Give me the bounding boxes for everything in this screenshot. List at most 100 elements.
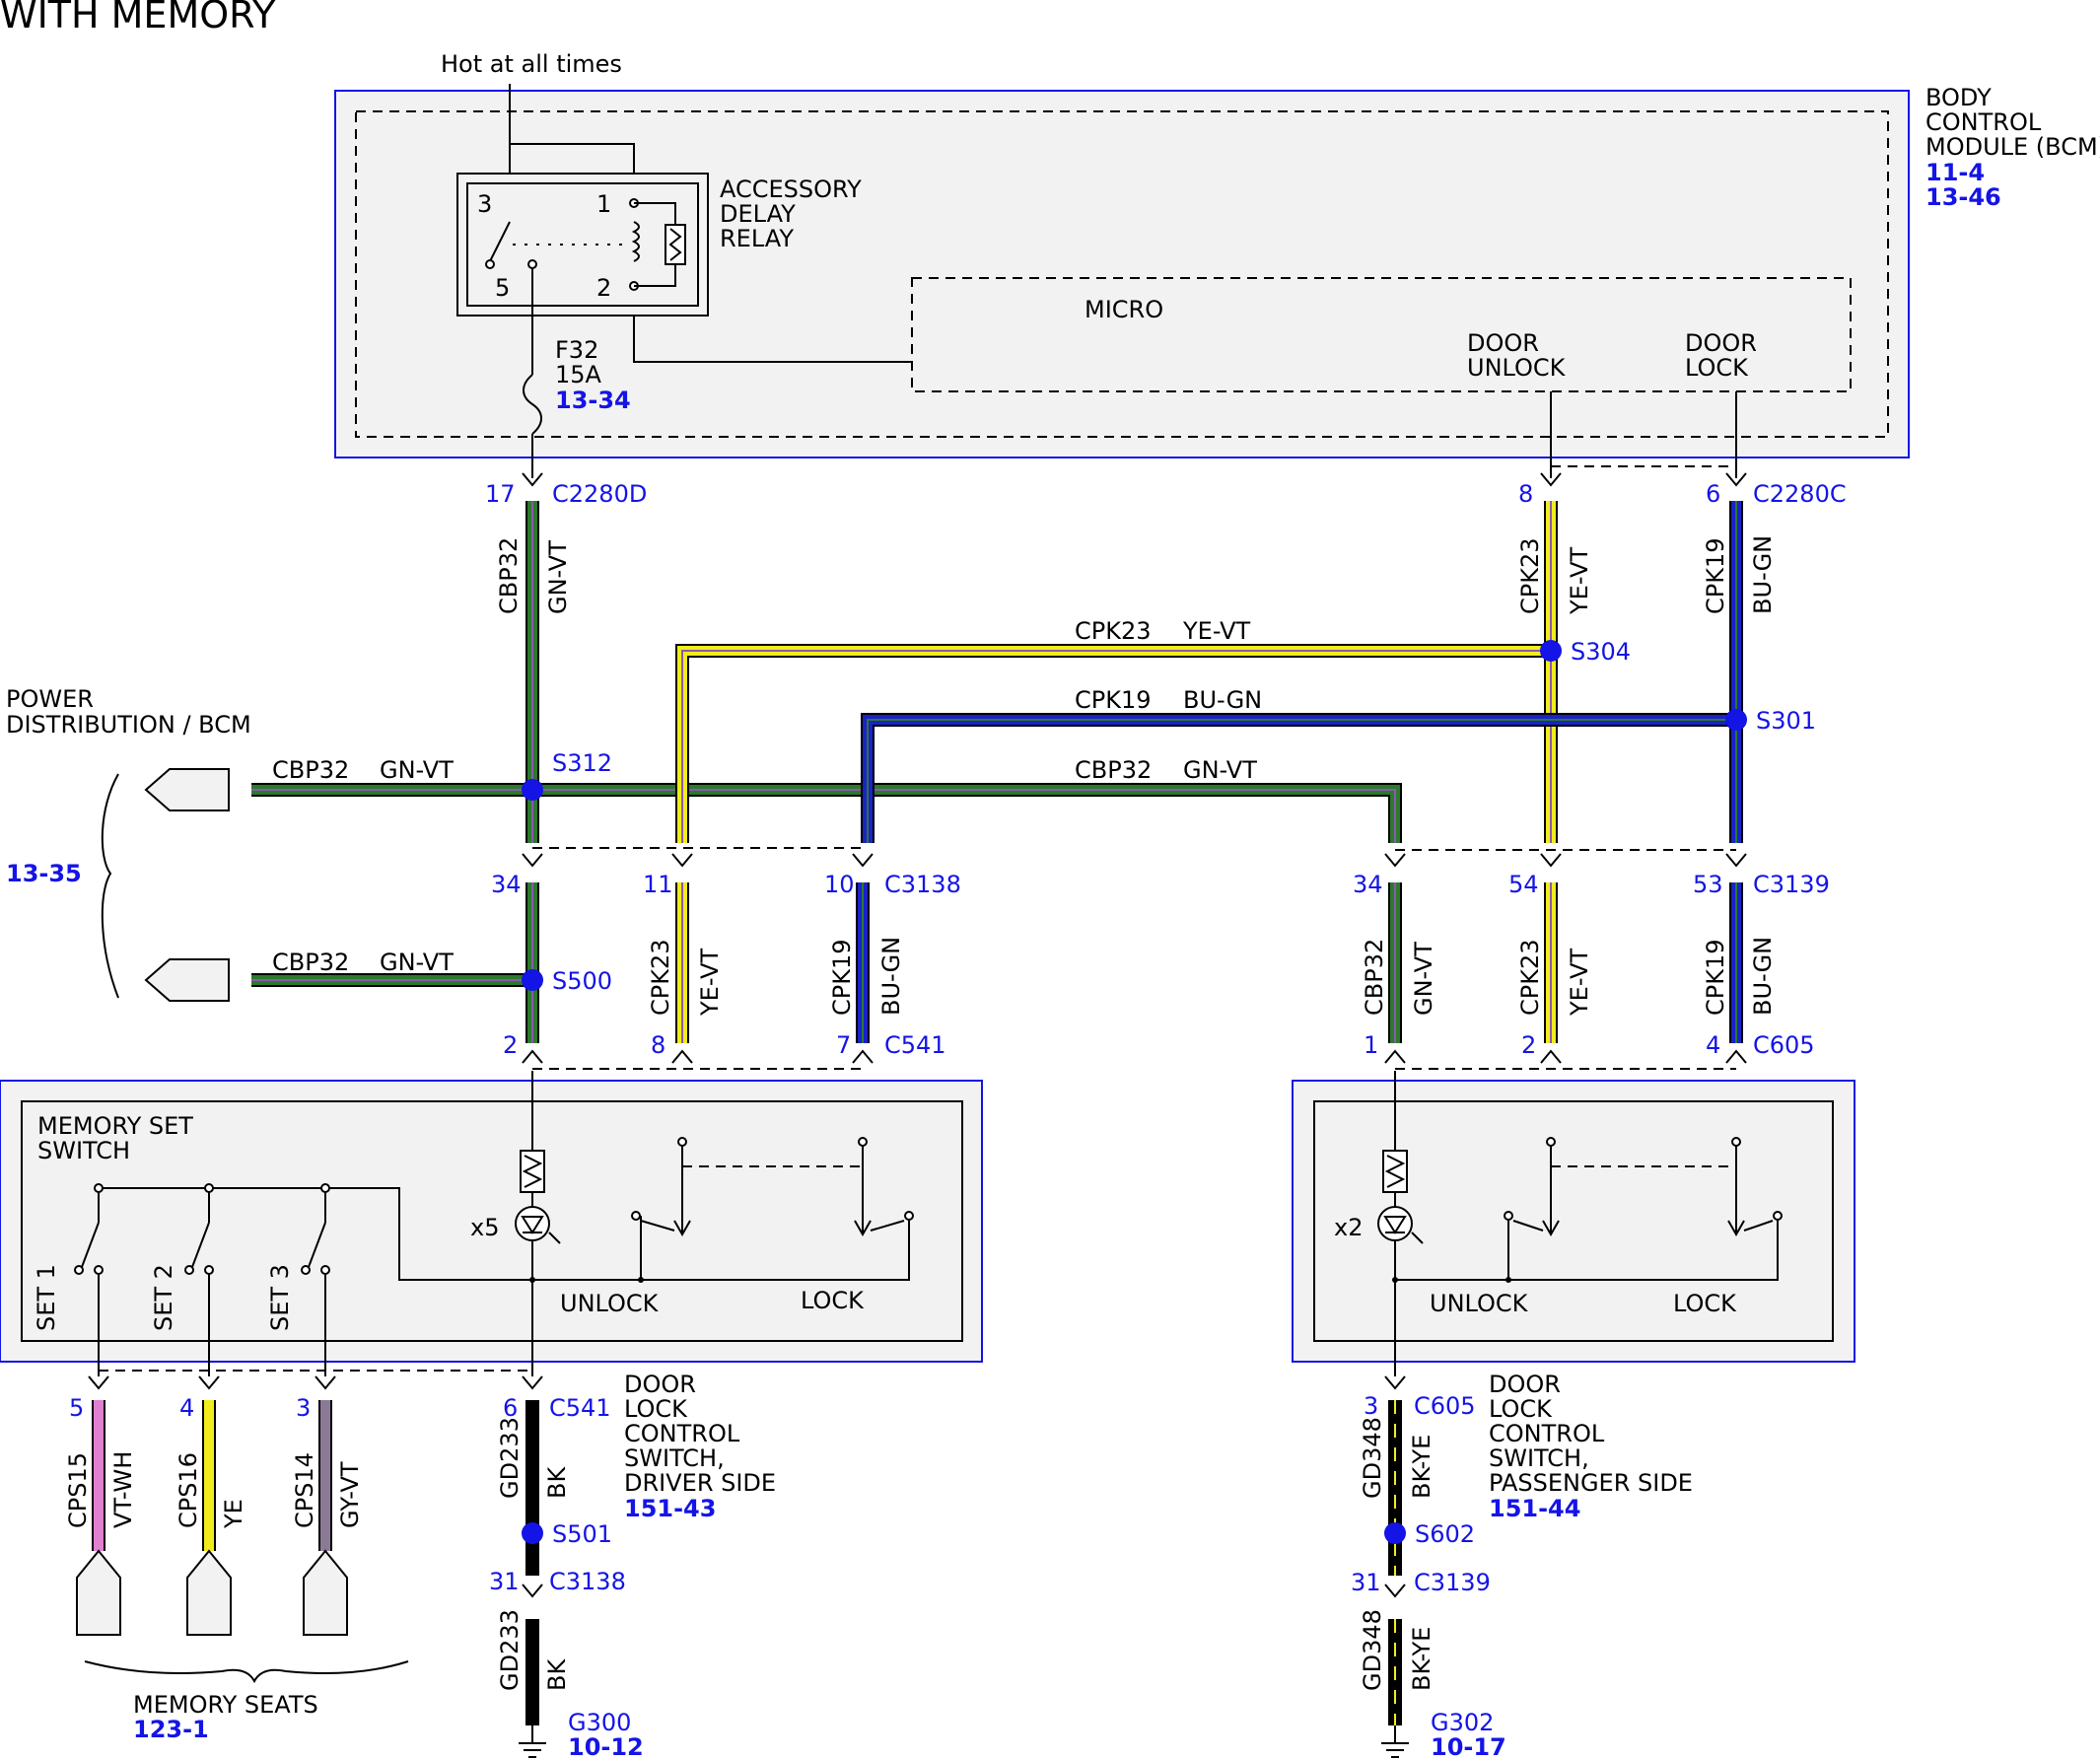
c2280c-pin-8-arrow — [1540, 472, 1562, 487]
diagram-title: WITH MEMORY — [0, 0, 276, 36]
driver-lock-label: LOCK — [801, 1287, 865, 1314]
memory-seat-connector-4[interactable] — [186, 1549, 232, 1636]
hot-at-all-times-label: Hot at all times — [441, 50, 622, 78]
gd348-upper-circuit: GD348 — [1359, 1417, 1386, 1499]
cbp32-passenger-circuit: CBP32 — [1361, 939, 1388, 1016]
c3139-pin-54: 54 — [1508, 871, 1539, 898]
passenger-switch-box — [1313, 1100, 1834, 1342]
driver-switch-name-1: DOOR — [624, 1371, 696, 1398]
g300-name[interactable]: G300 — [568, 1709, 631, 1736]
cps15-color: VT-WH — [109, 1451, 137, 1528]
passenger-switch-name-2: LOCK — [1489, 1395, 1553, 1423]
memory-seat-connector-5[interactable] — [76, 1549, 121, 1636]
driver-unlock-switch[interactable] — [631, 1137, 691, 1237]
cpk23-top-color: YE-VT — [1566, 547, 1593, 615]
splice-s501-label: S501 — [552, 1520, 612, 1548]
cpk23-passenger-color: YE-VT — [1566, 949, 1593, 1017]
splice-s501[interactable] — [522, 1522, 543, 1544]
passenger-switch-ref[interactable]: 151-44 — [1489, 1495, 1580, 1522]
passenger-resistor-icon — [1382, 1150, 1408, 1193]
passenger-led-ray — [1411, 1232, 1424, 1244]
splice-s304[interactable] — [1540, 640, 1562, 662]
set-1-switch[interactable] — [74, 1183, 104, 1376]
set-3-switch[interactable] — [301, 1183, 330, 1376]
gd233-upper-circuit: GD233 — [496, 1417, 524, 1499]
set-2-switch[interactable] — [184, 1183, 214, 1376]
gd233-lower-circuit: GD233 — [496, 1609, 524, 1691]
c3139-pin-34: 34 — [1353, 871, 1383, 898]
cpk23-horizontal-circuit: CPK23 — [1075, 617, 1152, 645]
cpk19-horizontal-color: BU-GN — [1183, 686, 1262, 714]
c541-pin-2: 2 — [503, 1031, 518, 1059]
c605-name[interactable]: C605 — [1753, 1031, 1815, 1059]
cps16-circuit: CPS16 — [175, 1452, 202, 1528]
passenger-led-icon — [1377, 1206, 1413, 1241]
splice-s301[interactable] — [1725, 709, 1747, 731]
memory-seat-pin-3: 3 — [296, 1394, 311, 1422]
splice-s312-label: S312 — [552, 749, 612, 777]
c3138-pin-11: 11 — [643, 871, 673, 898]
c2280d-name[interactable]: C2280D — [552, 480, 647, 508]
driver-switch-name-3: CONTROL — [624, 1420, 740, 1447]
c3139-ground-name[interactable]: C3139 — [1414, 1569, 1491, 1596]
c3138-name[interactable]: C3138 — [884, 871, 961, 898]
c3139-name[interactable]: C3139 — [1753, 871, 1830, 898]
set-3-label: SET 3 — [266, 1264, 294, 1331]
bcm-ref-1[interactable]: 11-4 — [1925, 159, 1985, 186]
c605-pin-4: 4 — [1706, 1031, 1720, 1059]
power-distribution-ref[interactable]: 13-35 — [6, 860, 82, 887]
c3138-ground-name[interactable]: C3138 — [549, 1568, 626, 1595]
cbp32-horizontal-color: GN-VT — [1183, 756, 1257, 784]
cpk23-horizontal-color: YE-VT — [1182, 617, 1250, 645]
cpk19-horizontal-circuit: CPK19 — [1075, 686, 1152, 714]
c2280c-name[interactable]: C2280C — [1753, 480, 1847, 508]
g302-ref[interactable]: 10-17 — [1431, 1733, 1506, 1760]
c541-ground-name[interactable]: C541 — [549, 1394, 611, 1422]
driver-unlock-junction — [638, 1277, 644, 1283]
passenger-switch-name-3: CONTROL — [1489, 1420, 1605, 1447]
g300-ref[interactable]: 10-12 — [568, 1733, 644, 1760]
driver-switch-ref[interactable]: 151-43 — [624, 1495, 716, 1522]
power-distribution-connector-2[interactable] — [144, 958, 230, 1002]
c3139-ground-arrow — [1384, 1584, 1406, 1598]
fuse-icon — [523, 374, 542, 435]
c3139-ground-pin: 31 — [1351, 1569, 1381, 1596]
cps15-circuit: CPS15 — [64, 1452, 92, 1528]
splice-s602[interactable] — [1384, 1522, 1406, 1544]
splice-s312[interactable] — [522, 779, 543, 801]
c541-name[interactable]: C541 — [884, 1031, 946, 1059]
cps16-color: YE — [220, 1499, 247, 1529]
c2280d-pin-17-arrow — [522, 472, 543, 487]
passenger-lock-label: LOCK — [1673, 1290, 1737, 1317]
driver-switch-name-5: DRIVER SIDE — [624, 1469, 776, 1497]
passenger-unlock-label: UNLOCK — [1430, 1290, 1529, 1317]
memory-set-switch-name-1: MEMORY SET — [37, 1112, 193, 1140]
memory-seat-connector-3[interactable] — [303, 1549, 348, 1636]
memory-seats-ref[interactable]: 123-1 — [133, 1716, 209, 1743]
relay-pin-2: 2 — [596, 274, 611, 302]
cbp32-to-passenger-tracer — [532, 789, 1396, 843]
c3138-ground-arrow — [522, 1584, 543, 1598]
passenger-unlock-switch[interactable] — [1504, 1137, 1560, 1237]
relay-resistor-zigzag — [668, 228, 682, 261]
c605-arrow-1 — [1384, 1049, 1406, 1064]
cpk23-to-driver-tracer — [681, 650, 1551, 843]
cbp32-pd-color-2: GN-VT — [380, 949, 454, 976]
passenger-lock-switch[interactable] — [1727, 1137, 1783, 1237]
cpk23-to-driver[interactable] — [677, 646, 1551, 843]
memory-set-switch-box — [21, 1100, 963, 1342]
cpk19-to-driver[interactable] — [863, 715, 1736, 843]
c605-ground-name[interactable]: C605 — [1414, 1392, 1476, 1420]
driver-lock-switch[interactable] — [854, 1137, 914, 1237]
cbp32-to-passenger[interactable] — [532, 785, 1400, 843]
driver-led-junction — [529, 1277, 535, 1283]
fuse-ref[interactable]: 13-34 — [555, 387, 631, 414]
splice-s500[interactable] — [522, 969, 543, 991]
bcm-ref-2[interactable]: 13-46 — [1925, 183, 2001, 211]
gd348-lower-circuit: GD348 — [1359, 1609, 1386, 1691]
power-distribution-connector-1[interactable] — [144, 768, 230, 811]
c605-pin-2: 2 — [1521, 1031, 1536, 1059]
g302-name[interactable]: G302 — [1431, 1709, 1494, 1736]
micro-door-unlock-2: UNLOCK — [1467, 354, 1567, 382]
